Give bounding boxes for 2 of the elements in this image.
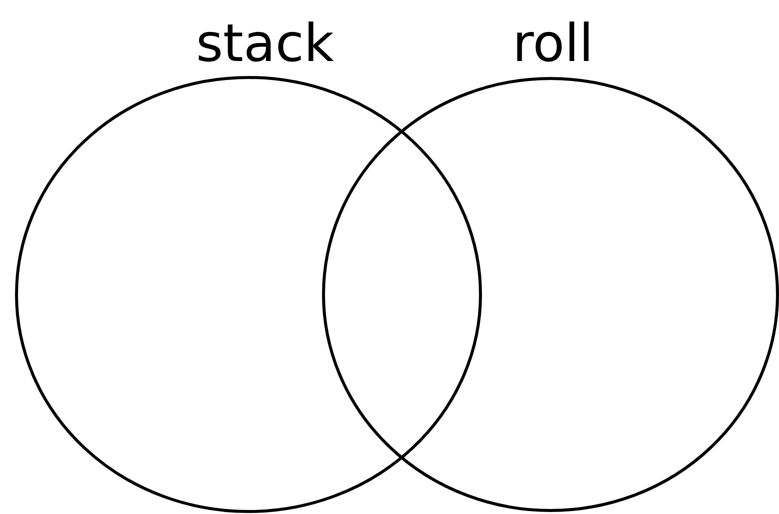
set-label: stack [196, 14, 334, 74]
set-label: roll [512, 14, 594, 74]
